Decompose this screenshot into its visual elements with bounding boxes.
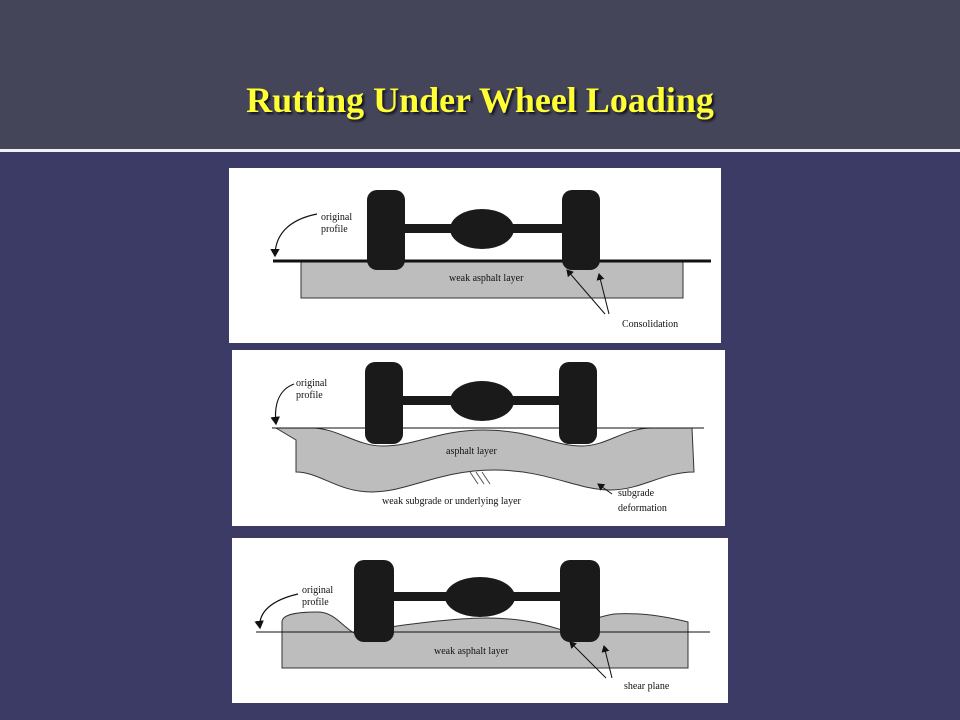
diagram-consolidation: original profile weak asphalt layer Cons… (229, 168, 721, 343)
right-wheel (560, 560, 600, 642)
original-label-line2: profile (321, 224, 348, 235)
layer-label: weak asphalt layer (434, 646, 509, 657)
shear-plane-label: shear plane (624, 681, 670, 692)
asphalt-layer (300, 261, 684, 299)
original-profile-arrow (270, 383, 295, 426)
consolidation-arrow-left (566, 269, 606, 315)
subgrade-hatching (469, 471, 491, 485)
asphalt-layer (274, 427, 695, 493)
subgrade-deformation-label-line1: subgrade (618, 488, 655, 499)
original-label-line2: profile (302, 597, 329, 608)
original-label-line2: profile (296, 390, 323, 401)
left-wheel (365, 362, 403, 444)
right-wheel (559, 362, 597, 444)
right-wheel (562, 190, 600, 270)
differential-housing (450, 381, 514, 421)
subgrade-deformation-figure: original profile asphalt layer weak subg… (270, 362, 704, 514)
original-profile-arrow (270, 213, 318, 258)
original-label-line1: original (296, 378, 327, 389)
slide-title: Rutting Under Wheel Loading (246, 80, 714, 120)
original-label-line1: original (321, 212, 352, 223)
layer-label: weak asphalt layer (449, 273, 524, 284)
shear-plane-arrow-left (569, 641, 607, 679)
diagram-shear-plane: original profile weak asphalt layer shea… (232, 538, 728, 703)
left-wheel (367, 190, 405, 270)
differential-housing (450, 209, 514, 249)
original-label-line1: original (302, 585, 333, 596)
subgrade-deformation-label-line2: deformation (618, 503, 667, 514)
underlying-layer-label: weak subgrade or underlying layer (382, 496, 522, 507)
left-wheel (354, 560, 394, 642)
consolidation-arrow-right (596, 273, 610, 315)
header-divider (0, 149, 960, 152)
layer-label: asphalt layer (446, 446, 497, 457)
consolidation-label: Consolidation (622, 319, 678, 330)
differential-housing (445, 577, 515, 617)
consolidation-figure: original profile weak asphalt layer Cons… (270, 190, 711, 330)
diagram-subgrade-deformation: original profile asphalt layer weak subg… (232, 350, 725, 526)
asphalt-layer (281, 611, 689, 669)
slide-header (0, 0, 960, 149)
shear-plane-arrow-right (601, 645, 613, 679)
original-profile-arrow (254, 593, 299, 630)
shear-plane-figure: original profile weak asphalt layer shea… (254, 560, 710, 692)
subgrade-deformation-arrow (597, 483, 613, 495)
